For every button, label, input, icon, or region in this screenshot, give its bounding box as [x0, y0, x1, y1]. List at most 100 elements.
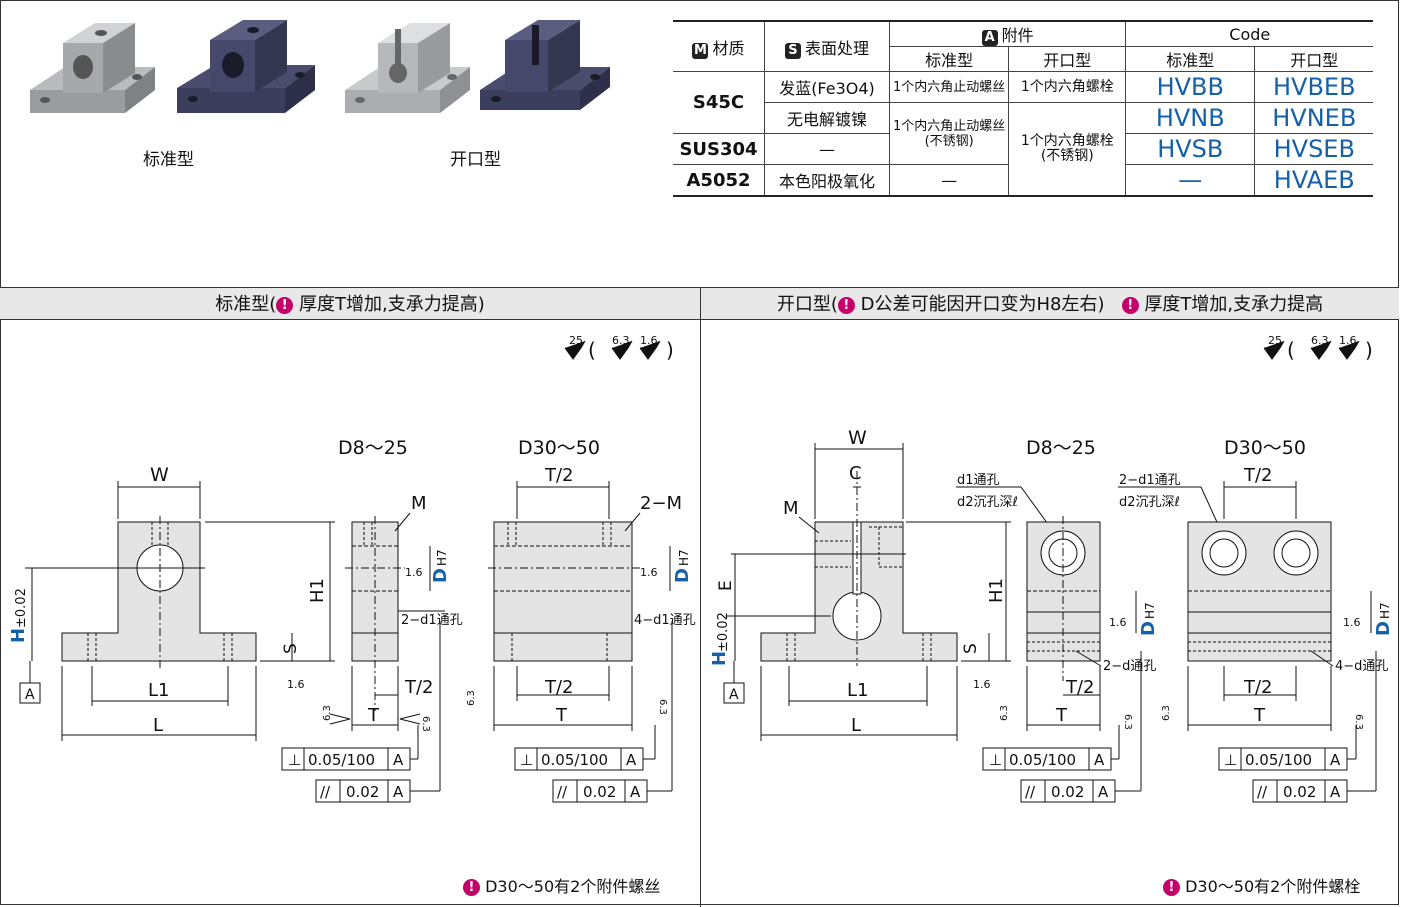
svg-text:(: ( [588, 338, 596, 362]
svg-text:⊥: ⊥ [1224, 751, 1237, 769]
svg-text:H: H [8, 628, 29, 643]
svg-text:H: H [709, 651, 730, 666]
header-code-standard: 标准型 [1125, 46, 1256, 72]
info-icon: ! [837, 297, 855, 314]
svg-text:1.6: 1.6 [287, 678, 305, 691]
svg-text:C: C [849, 463, 862, 484]
svg-text:0.05/100: 0.05/100 [541, 751, 608, 769]
acc-std-r2: 1个内六角止动螺丝(不锈钢) [888, 102, 1010, 165]
svg-text:6.3: 6.3 [322, 705, 333, 721]
acc-open-r2: 1个内六角螺栓(不锈钢) [1008, 102, 1127, 197]
svg-text:A: A [626, 751, 637, 769]
svg-text:D8～25: D8～25 [1026, 437, 1096, 459]
svg-text:T: T [1253, 705, 1266, 726]
svg-text:2−d1通孔: 2−d1通孔 [401, 613, 463, 628]
svg-text:(: ( [1287, 338, 1295, 362]
svg-text:0.05/100: 0.05/100 [308, 751, 375, 769]
svg-text:⊥: ⊥ [520, 751, 533, 769]
code-hvnb[interactable]: HVNB [1125, 102, 1256, 134]
svg-text:T: T [555, 705, 568, 726]
roughness-symbol: 25 ( 6.3 1.6 ) [1263, 334, 1373, 362]
svg-text:1.6: 1.6 [1109, 616, 1127, 629]
svg-text:T/2: T/2 [544, 677, 574, 698]
svg-text:2−d1通孔: 2−d1通孔 [1119, 473, 1181, 488]
svg-text:4−d1通孔: 4−d1通孔 [634, 613, 696, 628]
svg-text:d1通孔: d1通孔 [957, 473, 1000, 488]
header-code-open: 开口型 [1254, 46, 1374, 72]
svg-text:D: D [1373, 621, 1394, 636]
acc-open-r1: 1个内六角螺栓 [1008, 71, 1127, 103]
code-hvsb[interactable]: HVSB [1125, 133, 1256, 165]
svg-text:6.3: 6.3 [1353, 714, 1364, 730]
svg-text:A: A [393, 751, 404, 769]
acc-std-r4: — [888, 164, 1010, 197]
svg-text:W: W [150, 464, 169, 486]
svg-text:4−d通孔: 4−d通孔 [1335, 659, 1388, 674]
svg-text:6.3: 6.3 [1122, 714, 1133, 730]
svg-text:D: D [1138, 621, 1159, 636]
svg-text:D30～50: D30～50 [518, 437, 600, 459]
svg-text:A: A [729, 687, 739, 703]
standard-photo-label: 标准型 [143, 150, 194, 170]
svg-text://: // [557, 783, 568, 801]
svg-text:1.6: 1.6 [973, 678, 991, 691]
right-panel-header: 开口型(! D公差可能因开口变为H8左右) ! 厚度T增加,支承力提高 [701, 287, 1399, 320]
info-icon: ! [1163, 879, 1180, 896]
svg-text:W: W [848, 427, 867, 449]
code-hvbb[interactable]: HVBB [1125, 71, 1256, 103]
svg-text:2−d通孔: 2−d通孔 [1103, 659, 1156, 674]
svg-text:D: D [430, 568, 451, 583]
surface-anodize: 本色阳极氧化 [764, 164, 890, 197]
svg-text:T/2: T/2 [544, 465, 574, 486]
code-r4-std: — [1125, 164, 1256, 197]
standard-photo [30, 20, 315, 113]
svg-text:A: A [393, 783, 404, 801]
svg-text:A: A [1098, 783, 1109, 801]
svg-text:A: A [1330, 751, 1341, 769]
svg-text:E: E [716, 580, 736, 591]
svg-text:±0.02: ±0.02 [14, 588, 29, 628]
left-bottom-note: ! D30～50有2个附件螺丝 [463, 873, 660, 897]
panel-divider [700, 287, 701, 907]
svg-text:⊥: ⊥ [989, 751, 1002, 769]
material-a5052: A5052 [673, 164, 765, 197]
code-hvbeb[interactable]: HVBEB [1254, 71, 1374, 103]
svg-text:L1: L1 [148, 680, 169, 701]
svg-text:0.02: 0.02 [1283, 783, 1316, 801]
svg-text:T: T [1055, 705, 1068, 726]
svg-text:6.3: 6.3 [657, 699, 668, 715]
code-hvseb[interactable]: HVSEB [1254, 133, 1374, 165]
svg-text:H7: H7 [1378, 602, 1392, 619]
surface-black-oxide: 发蓝(Fe3O4) [764, 71, 890, 103]
svg-text:L: L [851, 715, 861, 736]
svg-text:T: T [367, 705, 380, 726]
svg-text:1.6: 1.6 [405, 566, 423, 579]
svg-text:⊥: ⊥ [288, 751, 301, 769]
standard-drawing: 25 ( 6.3 1.6 ) W H1 H ±0.02 A S 1.6 L1 L [8, 334, 696, 803]
svg-text:A: A [25, 687, 35, 703]
header-acc-standard: 标准型 [888, 46, 1010, 72]
svg-text:A: A [1330, 783, 1341, 801]
material-s45c: S45C [673, 71, 765, 134]
svg-text:M: M [783, 498, 799, 519]
svg-text:1.6: 1.6 [640, 566, 658, 579]
svg-text:d2沉孔深ℓ: d2沉孔深ℓ [957, 495, 1018, 510]
header-acc-open: 开口型 [1008, 46, 1127, 72]
svg-text:H7: H7 [677, 549, 691, 566]
open-photo [345, 20, 610, 113]
code-hvneb[interactable]: HVNEB [1254, 102, 1374, 134]
svg-text:D: D [672, 568, 693, 583]
svg-text:T/2: T/2 [1243, 465, 1273, 486]
svg-text:6.3: 6.3 [1161, 705, 1172, 721]
svg-text:H1: H1 [986, 578, 1007, 603]
svg-text:2−M: 2−M [640, 493, 682, 514]
left-panel-header: 标准型(! 厚度T增加,支承力提高) [0, 287, 700, 320]
svg-text:H7: H7 [1143, 602, 1157, 619]
code-hvaeb[interactable]: HVAEB [1254, 164, 1374, 197]
svg-text:0.02: 0.02 [583, 783, 616, 801]
roughness-symbol: 25 ( 6.3 1.6 ) [564, 334, 674, 362]
